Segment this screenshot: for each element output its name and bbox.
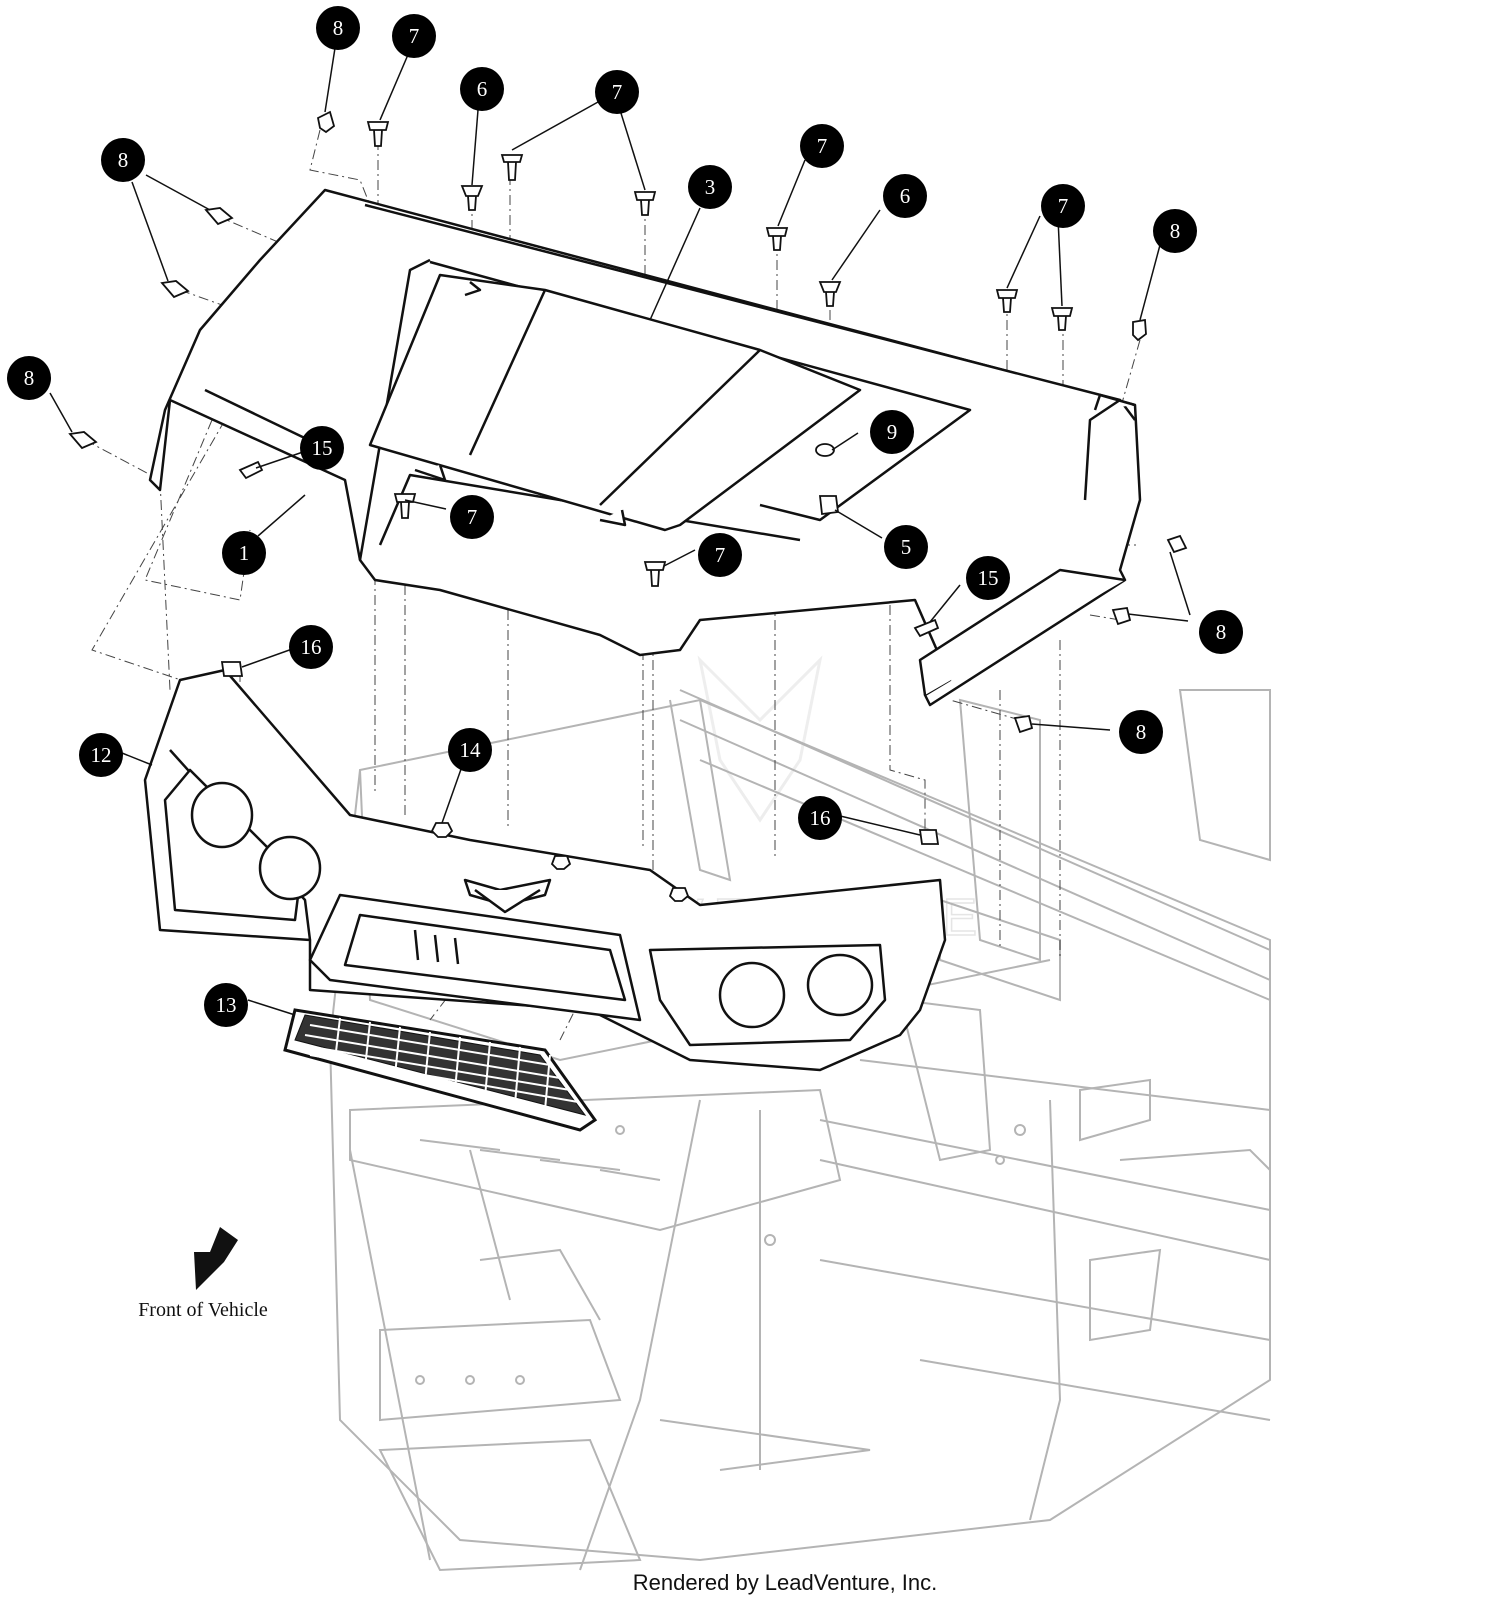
front-of-vehicle-indicator: Front of Vehicle bbox=[138, 1227, 268, 1321]
callout-12: 12 bbox=[79, 733, 123, 777]
nut-icon bbox=[430, 822, 454, 838]
svg-text:9: 9 bbox=[887, 420, 898, 444]
svg-text:8: 8 bbox=[24, 366, 35, 390]
svg-text:1: 1 bbox=[239, 541, 250, 565]
push-rivet-icon bbox=[160, 280, 190, 299]
clip-icon bbox=[460, 185, 484, 211]
svg-text:7: 7 bbox=[409, 24, 420, 48]
callout-8: 8 bbox=[101, 138, 145, 182]
callout-7: 7 bbox=[595, 70, 639, 114]
callout-7: 7 bbox=[698, 533, 742, 577]
clip-icon bbox=[918, 829, 940, 845]
callout-9: 9 bbox=[870, 410, 914, 454]
svg-text:3: 3 bbox=[705, 175, 716, 199]
svg-text:8: 8 bbox=[118, 148, 129, 172]
callout-7: 7 bbox=[1041, 184, 1085, 228]
callout-8: 8 bbox=[1119, 710, 1163, 754]
screw-icon bbox=[238, 460, 264, 480]
svg-text:5: 5 bbox=[901, 535, 912, 559]
callout-5: 5 bbox=[884, 525, 928, 569]
callout-8: 8 bbox=[1153, 209, 1197, 253]
callout-7: 7 bbox=[392, 14, 436, 58]
svg-text:7: 7 bbox=[817, 134, 828, 158]
push-rivet-icon bbox=[1166, 534, 1188, 554]
svg-text:15: 15 bbox=[312, 436, 333, 460]
svg-text:16: 16 bbox=[810, 806, 831, 830]
push-rivet-icon bbox=[1013, 714, 1034, 734]
clip-icon bbox=[220, 661, 244, 677]
svg-text:13: 13 bbox=[216, 993, 237, 1017]
screw-icon bbox=[366, 121, 390, 147]
nut-icon bbox=[668, 887, 690, 902]
svg-text:8: 8 bbox=[1136, 720, 1147, 744]
svg-text:14: 14 bbox=[460, 738, 482, 762]
svg-text:16: 16 bbox=[301, 635, 322, 659]
push-rivet-icon bbox=[1111, 606, 1132, 626]
push-rivet-icon bbox=[204, 207, 234, 226]
screw-icon bbox=[633, 191, 657, 216]
hood-access-cover bbox=[368, 273, 862, 532]
svg-text:8: 8 bbox=[1216, 620, 1227, 644]
screw-icon bbox=[995, 289, 1019, 313]
callout-8: 8 bbox=[1199, 610, 1243, 654]
washer-icon bbox=[815, 443, 835, 457]
callout-15: 15 bbox=[300, 426, 344, 470]
callout-7: 7 bbox=[450, 495, 494, 539]
front-arrow-icon bbox=[194, 1227, 238, 1290]
svg-text:12: 12 bbox=[91, 743, 112, 767]
svg-text:8: 8 bbox=[1170, 219, 1181, 243]
svg-text:6: 6 bbox=[477, 77, 488, 101]
callout-1: 1 bbox=[222, 531, 266, 575]
screw-icon bbox=[913, 618, 940, 638]
svg-text:7: 7 bbox=[715, 543, 726, 567]
push-rivet-icon bbox=[68, 431, 98, 450]
callout-8: 8 bbox=[7, 356, 51, 400]
render-credit: Rendered by LeadVenture, Inc. bbox=[633, 1570, 938, 1595]
push-rivet-icon bbox=[1132, 318, 1147, 342]
assembly-lines bbox=[84, 129, 1141, 1041]
callout-8: 8 bbox=[316, 6, 360, 50]
front-fascia bbox=[143, 668, 947, 1072]
callout-16: 16 bbox=[289, 625, 333, 669]
front-of-vehicle-label: Front of Vehicle bbox=[138, 1299, 268, 1321]
callout-13: 13 bbox=[204, 983, 248, 1027]
clip-icon bbox=[818, 281, 842, 307]
screw-icon bbox=[500, 154, 524, 181]
lower-grille bbox=[283, 1008, 598, 1132]
nut-icon bbox=[550, 855, 572, 870]
svg-text:7: 7 bbox=[1058, 194, 1069, 218]
clip-icon bbox=[818, 495, 840, 516]
screw-icon bbox=[1050, 307, 1074, 331]
push-rivet-icon bbox=[316, 110, 336, 134]
fasteners bbox=[68, 110, 1188, 902]
callout-6: 6 bbox=[460, 67, 504, 111]
callout-15: 15 bbox=[966, 556, 1010, 600]
vehicle-frame bbox=[328, 689, 1271, 1572]
leader-lines bbox=[49, 47, 1191, 1016]
callout-14: 14 bbox=[448, 728, 492, 772]
svg-text:6: 6 bbox=[900, 184, 911, 208]
callout-6: 6 bbox=[883, 174, 927, 218]
screw-icon bbox=[765, 227, 789, 251]
callout-3: 3 bbox=[688, 165, 732, 209]
svg-text:7: 7 bbox=[467, 505, 478, 529]
callout-16: 16 bbox=[798, 796, 842, 840]
callout-7: 7 bbox=[800, 124, 844, 168]
svg-text:8: 8 bbox=[333, 16, 344, 40]
svg-text:7: 7 bbox=[612, 80, 623, 104]
svg-text:15: 15 bbox=[978, 566, 999, 590]
screw-icon bbox=[643, 561, 667, 587]
callouts: 8 7 6 7 3 7 6 7 8 8 8 15 1 7 9 5 7 15 8 … bbox=[7, 6, 1243, 1027]
